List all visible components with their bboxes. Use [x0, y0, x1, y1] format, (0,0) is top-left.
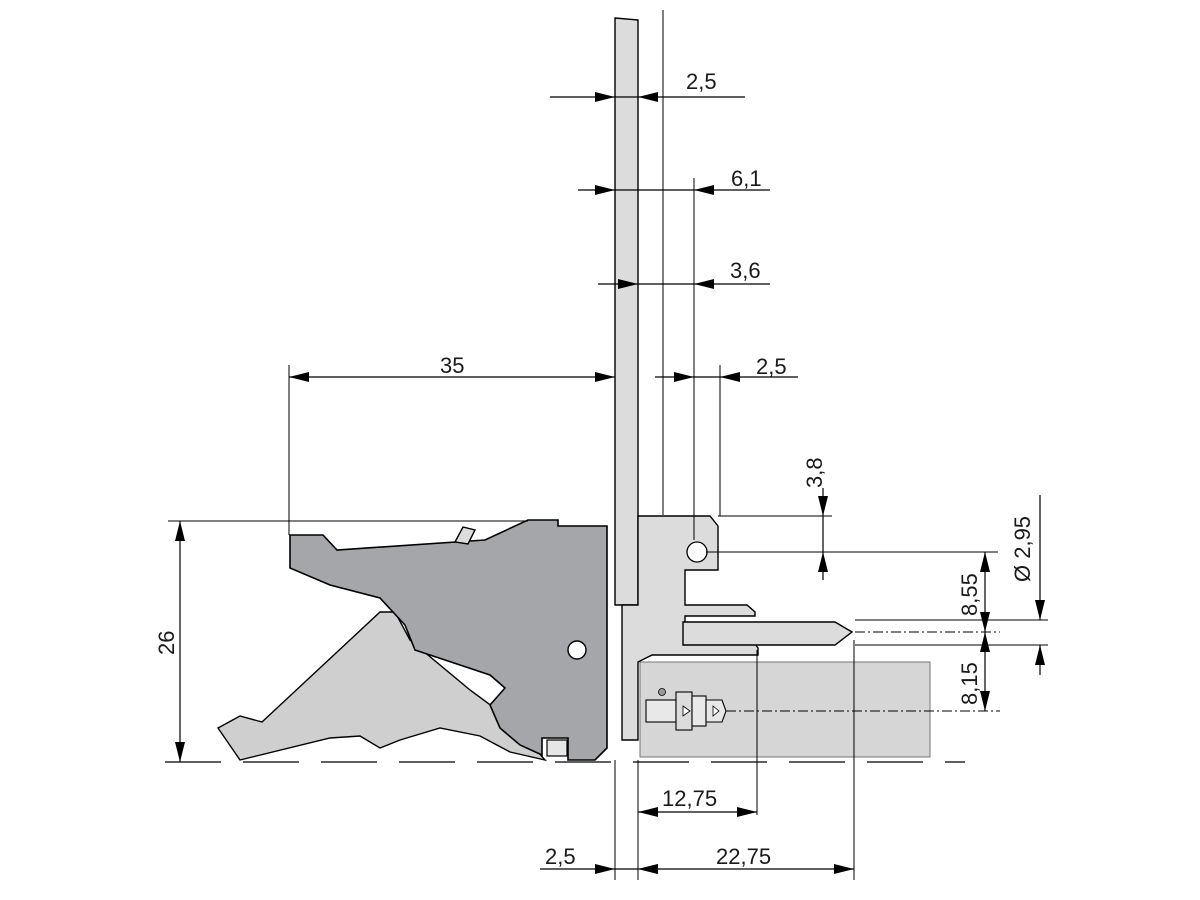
dimension-35 — [289, 372, 615, 382]
dimension-3-8 — [818, 488, 828, 580]
ejector-handle — [289, 519, 608, 761]
label-2-5-top: 2,5 — [686, 69, 717, 94]
mounting-hole — [686, 541, 708, 563]
dimension-2-5-upper — [655, 372, 798, 382]
contact-pin — [682, 621, 854, 646]
dimension-8-55 — [980, 552, 990, 632]
dimension-diameter-2-95 — [1035, 495, 1045, 675]
label-6-1: 6,1 — [731, 166, 762, 191]
latch-notch — [546, 739, 568, 757]
dimension-6-1 — [578, 185, 770, 195]
label-2-5-bottom: 2,5 — [545, 844, 576, 869]
dimension-2-5-top — [550, 92, 745, 102]
dimension-26 — [175, 521, 185, 762]
label-8-55: 8,55 — [957, 573, 982, 616]
label-8-15: 8,15 — [957, 662, 982, 705]
handle-tab — [453, 526, 477, 545]
label-22-75: 22,75 — [716, 844, 771, 869]
press-fit-pin — [645, 688, 727, 731]
label-12-75: 12,75 — [662, 786, 717, 811]
label-3-8: 3,8 — [802, 457, 827, 488]
pivot-hole — [567, 640, 587, 660]
lever-lower-arm — [216, 611, 547, 762]
label-26: 26 — [154, 631, 179, 655]
dimension-22-75 — [638, 864, 854, 874]
label-35: 35 — [440, 353, 464, 378]
front-panel-plate — [614, 17, 639, 606]
dimension-8-15 — [980, 632, 990, 711]
label-diameter-2-95: Ø 2,95 — [1010, 516, 1035, 582]
label-2-5-upper: 2,5 — [756, 354, 787, 379]
dimension-12-75 — [638, 807, 757, 817]
extension-lines — [168, 10, 1048, 880]
dimension-3-6 — [598, 279, 770, 289]
label-3-6: 3,6 — [730, 258, 761, 283]
